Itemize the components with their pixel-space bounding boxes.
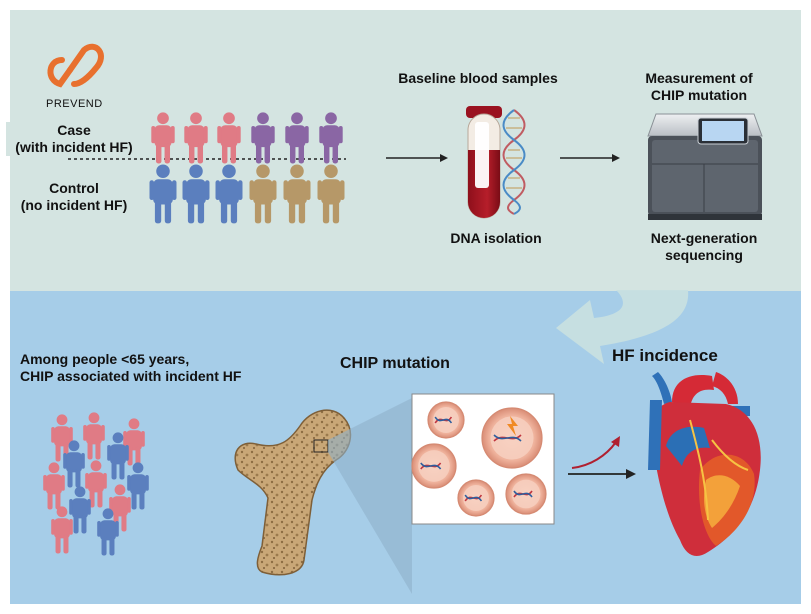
hf-incidence-label: HF incidence	[612, 346, 718, 365]
arrow-to-samples-icon	[386, 154, 448, 162]
case-person-icon	[285, 112, 309, 164]
blood-cell-icon	[411, 443, 457, 489]
control-person-icon	[283, 164, 311, 224]
association-crowd	[43, 412, 149, 556]
case-person-icon	[151, 112, 175, 164]
control-person-icon	[182, 164, 210, 224]
case-person-icon	[217, 112, 241, 164]
crowd-person-icon	[69, 486, 91, 534]
arrow-to-sequencer-icon	[560, 154, 620, 162]
crowd-person-icon	[127, 462, 149, 510]
crowd-person-icon	[63, 440, 85, 488]
control-person-icon	[149, 164, 177, 224]
finding-label: Among people <65 years, CHIP associated …	[20, 351, 242, 385]
chip-mutation-label: CHIP mutation	[340, 355, 450, 372]
magnification-cone	[328, 398, 412, 594]
control-person-icon	[317, 164, 345, 224]
crowd-person-icon	[51, 506, 73, 554]
mutated-cell-icon	[481, 407, 543, 469]
measurement-label: Measurement of CHIP mutation	[645, 70, 753, 104]
crowd-person-icon	[43, 462, 65, 510]
blood-cell-icon	[457, 479, 495, 517]
sequencer-machine-icon	[647, 113, 763, 220]
increase-trend-arrow-icon	[571, 436, 620, 469]
crowd-person-icon	[83, 412, 105, 460]
crowd-person-icon	[107, 432, 129, 480]
blood-cell-icon	[505, 473, 547, 515]
dna-isolation-label: DNA isolation	[450, 230, 542, 246]
sequencing-label: Next-generation sequencing	[650, 230, 758, 264]
case-label: Case (with incident HF)	[6, 122, 142, 157]
control-person-icon	[215, 164, 243, 224]
case-person-icon	[251, 112, 275, 164]
crowd-person-icon	[97, 508, 119, 556]
flow-to-results-icon	[556, 290, 689, 364]
blood-tube-icon	[466, 106, 502, 219]
control-label: Control (no incident HF)	[20, 180, 128, 214]
prevend-logo-text: PREVEND	[46, 98, 103, 110]
prevend-logo-icon	[47, 43, 104, 88]
control-person-icon	[249, 164, 277, 224]
case-person-icon	[319, 112, 343, 164]
blood-cells-group	[411, 401, 547, 517]
dna-helix-icon	[502, 109, 526, 215]
blood-cell-icon	[427, 401, 465, 439]
participants-group	[149, 112, 345, 224]
crowd-person-icon	[109, 484, 131, 532]
crowd-person-icon	[123, 418, 145, 466]
case-person-icon	[184, 112, 208, 164]
blood-samples-label: Baseline blood samples	[398, 70, 558, 86]
arrow-to-heart-icon	[568, 469, 636, 479]
heart-icon	[648, 372, 761, 556]
crowd-person-icon	[85, 460, 107, 508]
